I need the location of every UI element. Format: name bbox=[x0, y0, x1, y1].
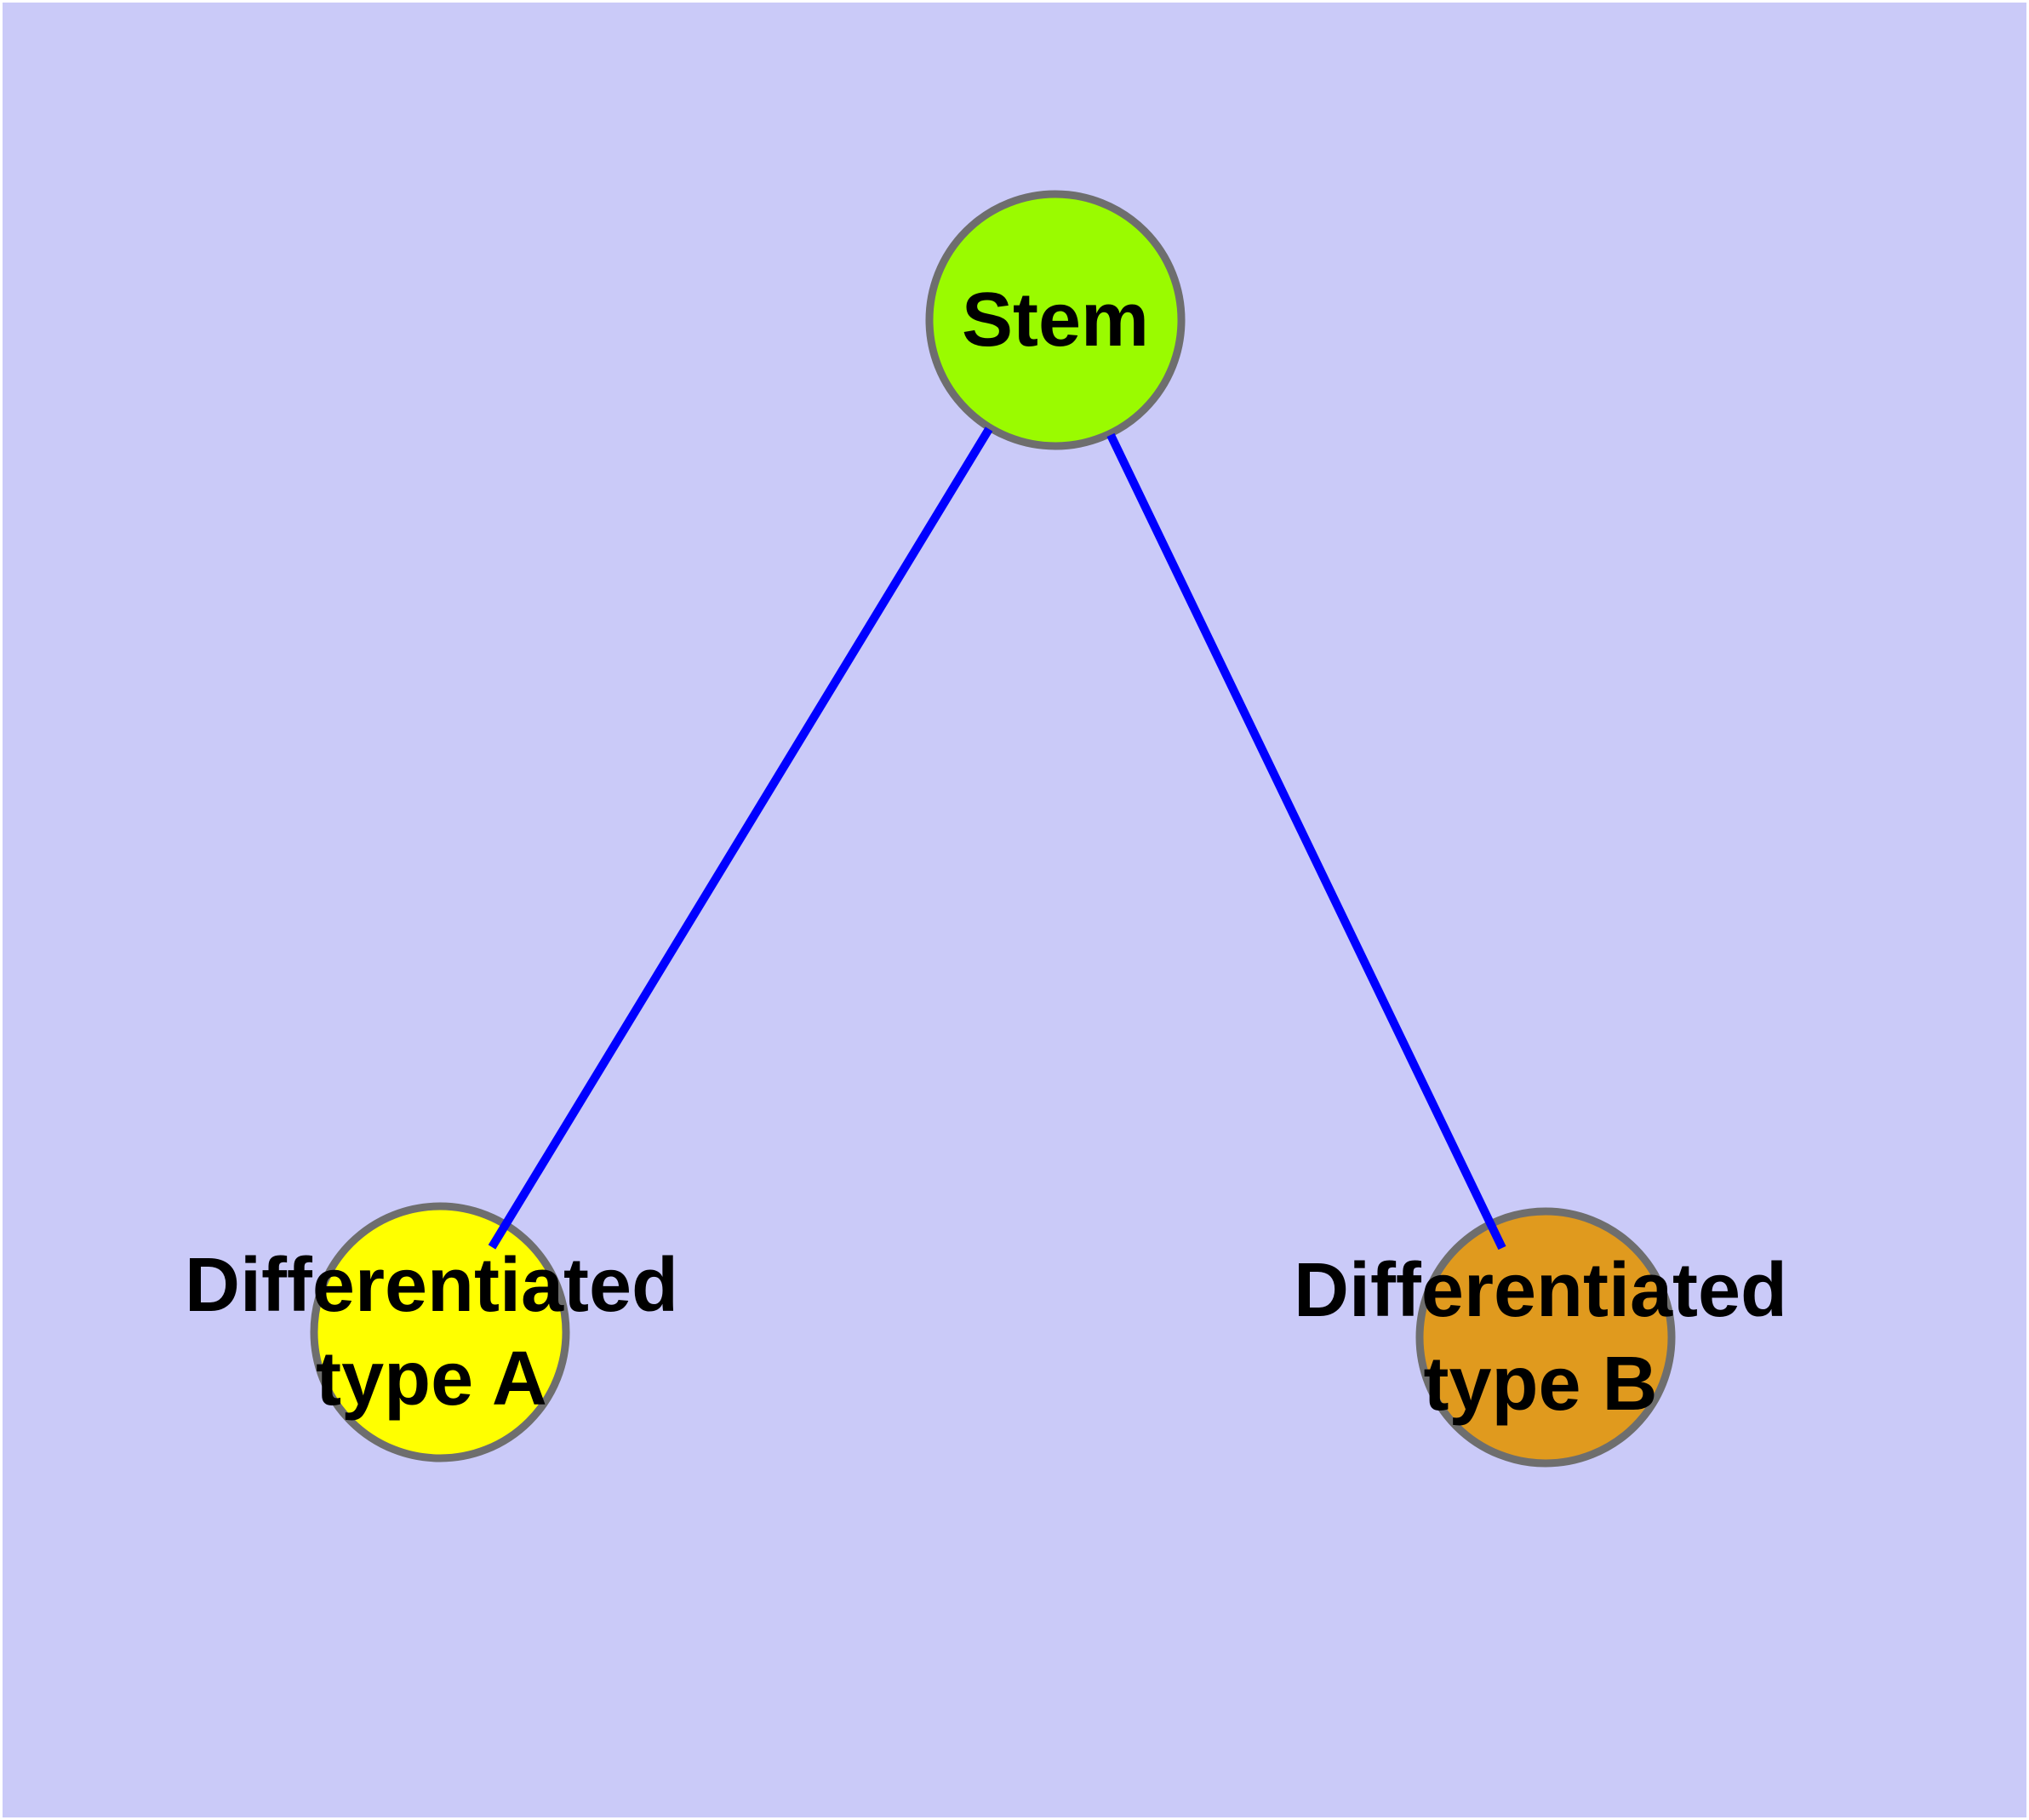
node-stem-circle bbox=[925, 190, 1186, 450]
edge-stem-to-type-b bbox=[1106, 432, 1506, 1251]
node-type-b-label-line2: type B bbox=[1423, 1342, 1657, 1427]
node-type-b-label-line1: Differentiated bbox=[1294, 1248, 1787, 1333]
node-type-a-label-line2: type A bbox=[316, 1336, 547, 1422]
node-stem-label: Stem bbox=[962, 278, 1149, 363]
edge-stem-to-type-a bbox=[488, 426, 993, 1250]
node-type-a-circle bbox=[310, 1202, 570, 1462]
node-type-a-label-line1: Differentiated bbox=[185, 1243, 678, 1328]
node-type-b-circle bbox=[1415, 1207, 1676, 1468]
